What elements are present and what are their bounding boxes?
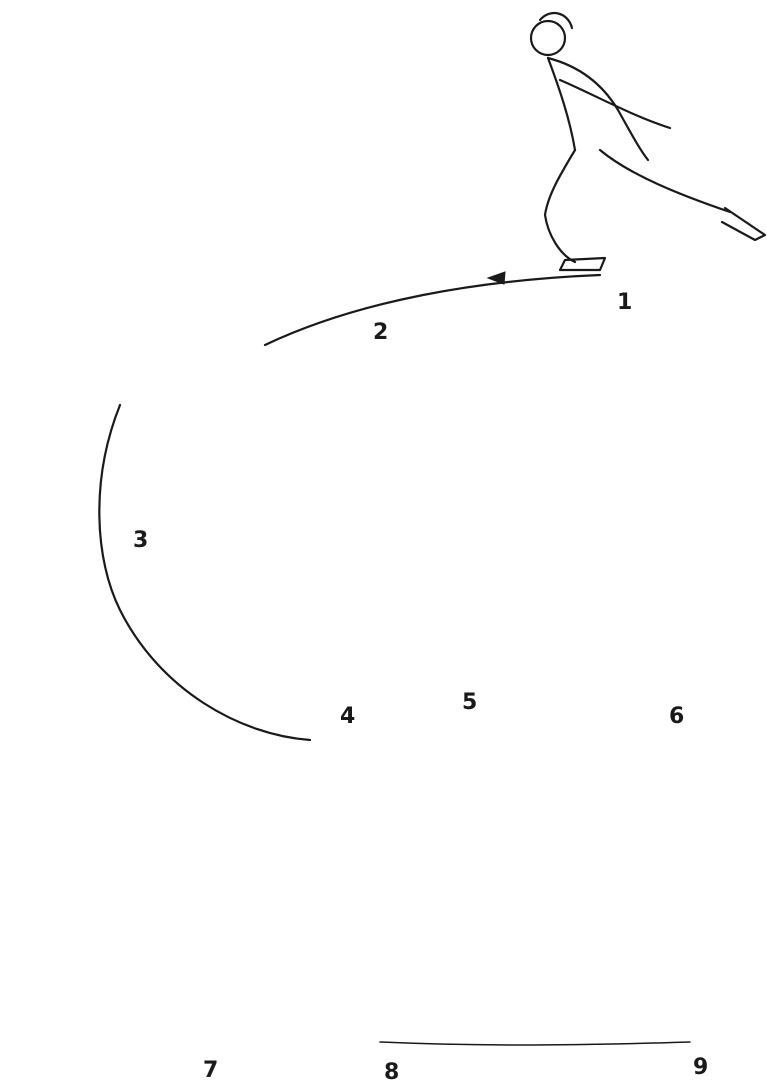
frame-label-8: 8	[384, 1062, 399, 1084]
frame-label-1: 1	[617, 292, 632, 314]
frame-label-6: 6	[669, 706, 684, 728]
trajectory-entry-curve	[265, 275, 600, 345]
frame-label-7: 7	[203, 1060, 218, 1082]
frame-label-9: 9	[693, 1057, 708, 1079]
figure-1-head	[531, 21, 565, 55]
frame-label-3: 3	[133, 530, 148, 552]
frame-label-2: 2	[373, 322, 388, 344]
frame-label-5: 5	[462, 692, 477, 714]
skater-figure-1	[531, 13, 765, 270]
trajectory-flight-curve	[99, 405, 310, 740]
frame-label-4: 4	[340, 706, 355, 728]
trajectory-landing-line	[380, 1042, 690, 1045]
